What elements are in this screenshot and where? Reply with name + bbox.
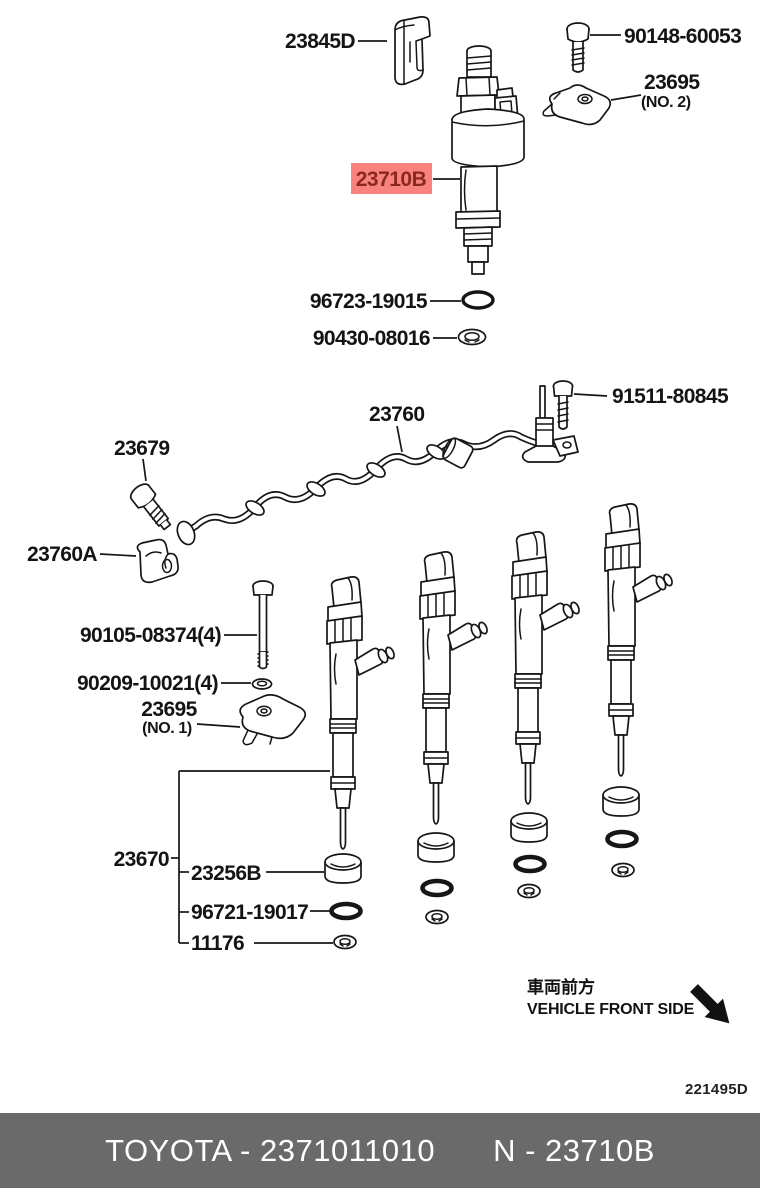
part-label-23760[interactable]: 23760 [369, 403, 425, 426]
upper-oring-drawing [461, 290, 495, 310]
vehicle-front-label-jp: 車両前方 [527, 977, 595, 997]
check-valve-drawing [129, 483, 172, 531]
mount-bolt-drawing [252, 580, 274, 670]
lower-gaskets-drawing [333, 862, 635, 950]
part-label-23695-no1-note: (NO. 1) [142, 720, 192, 737]
drawing-code: 221495D [685, 1081, 748, 1098]
union-bolt-drawing [566, 22, 590, 73]
lower-orings-drawing [332, 832, 637, 918]
part-label-96723-19015[interactable]: 96723-19015 [310, 290, 429, 313]
part-label-23845d[interactable]: 23845D [285, 30, 356, 53]
footer-brand-part-number: TOYOTA - 2371011010 [105, 1132, 436, 1168]
parts-diagram-canvas: 23845D 90148-60053 23695 (NO. 2) 23710B … [27, 16, 748, 1098]
part-label-23256b[interactable]: 23256B [191, 862, 262, 885]
mount-washer-drawing [251, 678, 273, 690]
clamp-no1-drawing [239, 694, 307, 746]
part-label-23695-no2-note: (NO. 2) [641, 94, 691, 111]
nozzle-seats-drawing [324, 786, 640, 884]
upper-gasket-drawing [457, 328, 487, 346]
part-label-91511-80845[interactable]: 91511-80845 [612, 385, 730, 408]
part-label-23710b-selected[interactable]: 23710B [356, 168, 427, 191]
part-label-90209-10021[interactable]: 90209-10021(4) [77, 672, 219, 695]
part-label-96721-19017[interactable]: 96721-19017 [191, 901, 309, 924]
part-label-23695-no1[interactable]: 23695 [141, 698, 198, 721]
part-label-23679[interactable]: 23679 [114, 437, 170, 460]
vehicle-front-label-en: VEHICLE FRONT SIDE [527, 1001, 695, 1018]
leader-lines [99, 34, 642, 944]
retainer-clip-drawing [394, 16, 431, 86]
footer-bar: TOYOTA - 2371011010 N - 23710B [0, 1113, 760, 1188]
vehicle-front-arrow-icon [690, 984, 730, 1024]
part-label-90430-08016[interactable]: 90430-08016 [313, 327, 431, 350]
pipe-clamp-drawing [136, 538, 179, 584]
part-label-23760a[interactable]: 23760A [27, 543, 98, 566]
clamp-no2-drawing [542, 84, 612, 126]
footer-reference-number: N - 23710B [493, 1132, 655, 1168]
part-label-90148-60053[interactable]: 90148-60053 [624, 25, 742, 48]
part-label-90105-08374[interactable]: 90105-08374(4) [80, 624, 222, 647]
fuel-pipe-drawing [176, 385, 579, 546]
pipe-bolt-drawing [552, 380, 574, 430]
highlighted-part-box[interactable] [351, 163, 432, 194]
part-label-23670[interactable]: 23670 [114, 848, 170, 871]
selected-injector-drawing [451, 45, 525, 275]
part-label-23695-no2[interactable]: 23695 [644, 71, 701, 94]
part-label-11176[interactable]: 11176 [191, 932, 245, 955]
